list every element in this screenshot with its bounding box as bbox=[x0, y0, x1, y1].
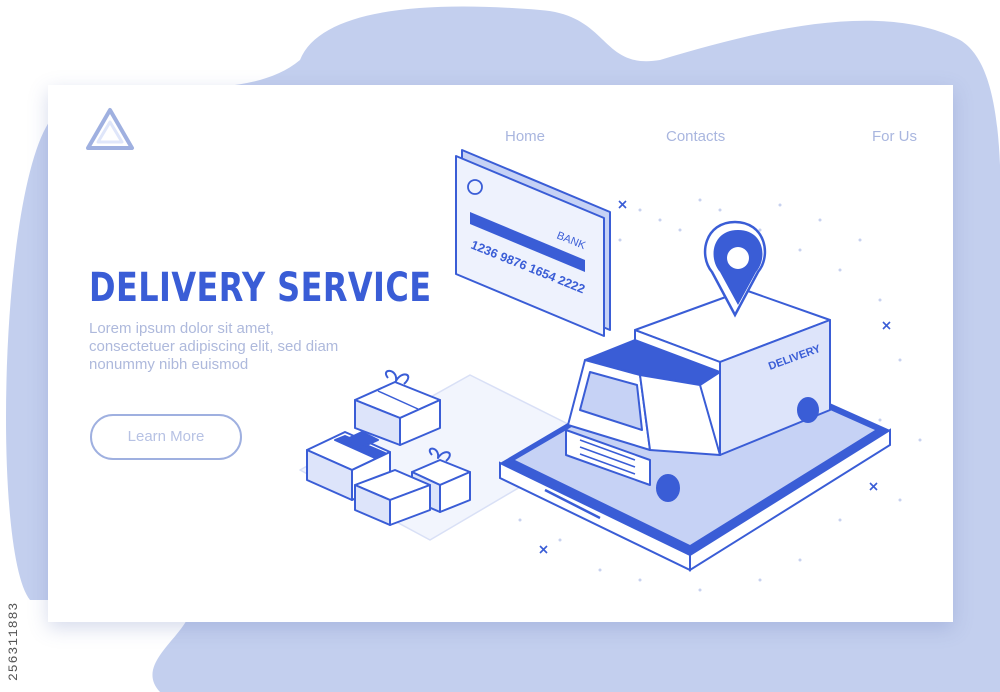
triangle-logo-icon[interactable] bbox=[80, 100, 140, 160]
hero-description: Lorem ipsum dolor sit amet, consectetuer… bbox=[89, 320, 339, 373]
learn-more-button[interactable]: Learn More bbox=[90, 414, 242, 460]
nav-for-us-link[interactable]: For Us bbox=[872, 128, 917, 145]
hero-title: DELIVERY SERVICE bbox=[89, 265, 432, 311]
nav-home-link[interactable]: Home bbox=[505, 128, 546, 145]
stock-id-label: 256311883 bbox=[6, 601, 21, 681]
nav-contacts-link[interactable]: Contacts bbox=[666, 128, 726, 145]
